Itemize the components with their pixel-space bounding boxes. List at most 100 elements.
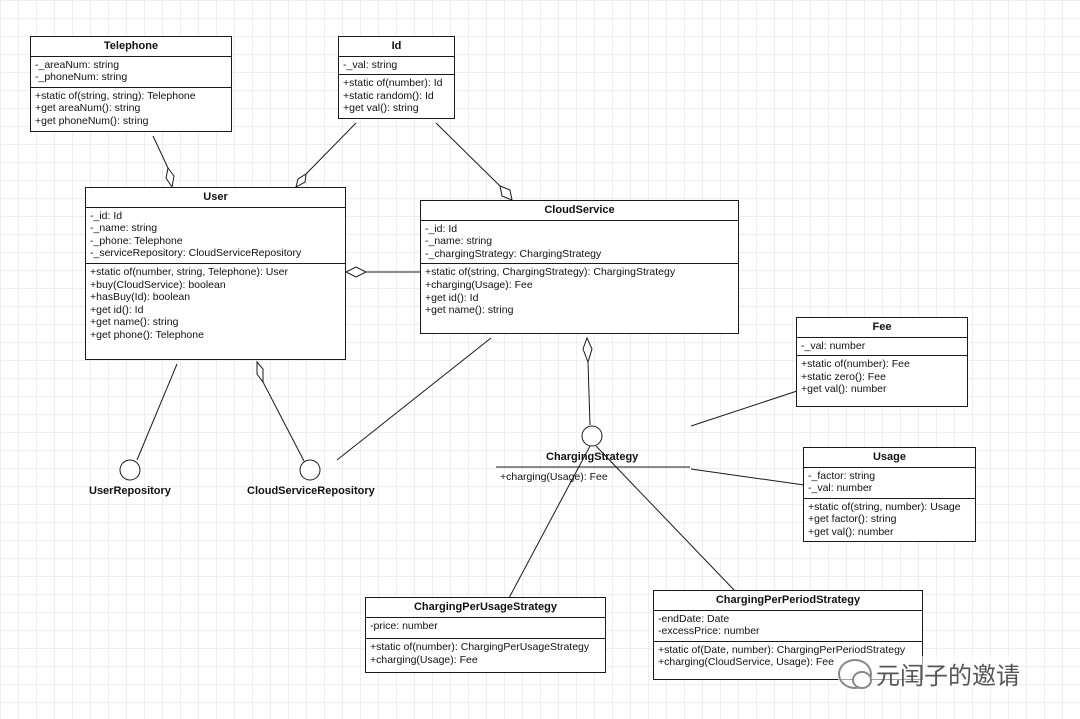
- method: +charging(Usage): Fee: [425, 278, 533, 291]
- class-title: Fee: [797, 318, 967, 338]
- id-cloudservice-link: [435, 122, 501, 187]
- class-attributes: -_id: Id -_name: string -_phone: Telepho…: [86, 208, 345, 263]
- method: +static zero(): Fee: [801, 370, 886, 383]
- class-title: CloudService: [421, 201, 738, 221]
- wechat-icon: [838, 658, 872, 689]
- class-methods: +static of(number): Fee +static zero(): …: [797, 355, 967, 406]
- class-chargingperusagestrategy[interactable]: ChargingPerUsageStrategy -price: number …: [365, 597, 606, 674]
- aggregation-diamond: [499, 185, 513, 201]
- method: +hasBuy(Id): boolean: [90, 291, 191, 304]
- method: +get val(): string: [343, 102, 419, 115]
- method: +get name(): string: [90, 316, 179, 329]
- class-title: ChargingPerUsageStrategy: [366, 598, 605, 618]
- class-methods: +static of(number): Id +static random():…: [339, 74, 454, 118]
- attribute: -_phoneNum: string: [35, 71, 128, 84]
- method: +buy(CloudService): boolean: [90, 278, 226, 291]
- attribute: -_chargingStrategy: ChargingStrategy: [425, 247, 602, 260]
- method: +get name(): string: [425, 304, 514, 317]
- method: +get phone(): Telephone: [90, 328, 204, 341]
- attribute: -_name: string: [425, 235, 493, 248]
- interface-userrepository-label[interactable]: UserRepository: [89, 485, 171, 497]
- class-title: Telephone: [31, 37, 231, 57]
- method: +charging(Usage): Fee: [370, 653, 478, 666]
- aggregation-diamond: [582, 336, 593, 364]
- class-attributes: -_factor: string -_val: number: [804, 468, 975, 498]
- class-attributes: -_val: number: [797, 338, 967, 356]
- chargingstrategy-lollipop: [581, 425, 603, 447]
- class-attributes: -price: number: [366, 618, 605, 639]
- class-attributes: -_areaNum: string -_phoneNum: string: [31, 57, 231, 87]
- class-title: Id: [339, 37, 454, 57]
- class-id[interactable]: Id -_val: string +static of(number): Id …: [338, 36, 455, 119]
- aggregation-diamond: [344, 266, 368, 278]
- aggregation-diamond: [256, 360, 264, 384]
- userrepository-lollipop: [119, 459, 141, 481]
- method: +static of(string, string): Telephone: [35, 89, 196, 102]
- class-usage[interactable]: Usage -_factor: string -_val: number +st…: [803, 447, 976, 542]
- method: +static of(string, number): Usage: [808, 500, 961, 513]
- class-title: Usage: [804, 448, 975, 468]
- class-cloudservice[interactable]: CloudService -_id: Id -_name: string -_c…: [420, 200, 739, 334]
- attribute: -_serviceRepository: CloudServiceReposit…: [90, 247, 302, 260]
- aggregation-diamond: [165, 166, 175, 189]
- method: +get phoneNum(): string: [35, 114, 149, 127]
- method: +charging(CloudService, Usage): Fee: [658, 656, 834, 669]
- user-cloudservicerepo-link: [262, 381, 305, 462]
- method: +static of(Date, number): ChargingPerPer…: [658, 643, 906, 656]
- id-user-link: [305, 122, 357, 175]
- method: +static of(number, string, Telephone): U…: [90, 265, 288, 278]
- method: +get areaNum(): string: [35, 102, 141, 115]
- user-userrepository-link: [136, 363, 178, 461]
- class-fee[interactable]: Fee -_val: number +static of(number): Fe…: [796, 317, 968, 407]
- method: +static of(number): Id: [343, 77, 443, 90]
- class-user[interactable]: User -_id: Id -_name: string -_phone: Te…: [85, 187, 346, 360]
- attribute: -price: number: [370, 619, 438, 632]
- method: +get id(): Id: [425, 291, 479, 304]
- class-methods: +static of(number, string, Telephone): U…: [86, 262, 345, 359]
- method: +get id(): Id: [90, 303, 144, 316]
- attribute: -_val: number: [808, 482, 873, 495]
- attribute: -endDate: Date: [658, 612, 730, 625]
- cloudservicerepository-lollipop: [299, 459, 321, 481]
- watermark: 元闰子的邀请: [838, 656, 1020, 691]
- telephone-user-link: [152, 135, 169, 169]
- attribute: -_phone: Telephone: [90, 234, 183, 247]
- strategy-perperiod-link: [595, 445, 736, 592]
- strategy-usage-link: [690, 468, 805, 486]
- class-attributes: -endDate: Date -excessPrice: number: [654, 611, 922, 641]
- class-attributes: -_id: Id -_name: string -_chargingStrate…: [421, 221, 738, 264]
- method: +get val(): number: [808, 525, 894, 538]
- interface-chargingstrategy-operation: +charging(Usage): Fee: [500, 471, 608, 483]
- attribute: -_factor: string: [808, 469, 876, 482]
- class-telephone[interactable]: Telephone -_areaNum: string -_phoneNum: …: [30, 36, 232, 132]
- attribute: -_areaNum: string: [35, 58, 120, 71]
- strategy-perusage-link: [508, 445, 591, 599]
- class-methods: +static of(string, string): Telephone +g…: [31, 86, 231, 131]
- aggregation-diamond: [295, 173, 307, 188]
- method: +static of(number): ChargingPerUsageStra…: [370, 641, 590, 654]
- class-title: User: [86, 188, 345, 208]
- method: +static of(string, ChargingStrategy): Ch…: [425, 266, 676, 279]
- class-methods: +static of(Date, number): ChargingPerPer…: [654, 640, 922, 679]
- attribute: -_val: string: [343, 58, 398, 71]
- strategy-fee-link: [690, 390, 798, 427]
- class-attributes: -_val: string: [339, 57, 454, 75]
- class-methods: +static of(string, ChargingStrategy): Ch…: [421, 263, 738, 332]
- attribute: -_name: string: [90, 222, 158, 235]
- attribute: -_id: Id: [90, 209, 123, 222]
- cloudservice-strategy-link: [587, 361, 591, 426]
- attribute: -excessPrice: number: [658, 625, 760, 638]
- class-methods: +static of(string, number): Usage +get f…: [804, 497, 975, 541]
- interface-chargingstrategy-label[interactable]: ChargingStrategy: [546, 451, 639, 463]
- watermark-text: 元闰子的邀请: [876, 662, 1020, 690]
- interface-cloudservicerepository-label[interactable]: CloudServiceRepository: [247, 485, 375, 497]
- class-title: ChargingPerPeriodStrategy: [654, 591, 922, 611]
- method: +static random(): Id: [343, 89, 434, 102]
- method: +get factor(): string: [808, 513, 897, 526]
- method: +get val(): number: [801, 383, 887, 396]
- method: +static of(number): Fee: [801, 358, 910, 371]
- attribute: -_val: number: [801, 339, 866, 352]
- attribute: -_id: Id: [425, 222, 458, 235]
- cloudservice-repo-link: [336, 337, 492, 461]
